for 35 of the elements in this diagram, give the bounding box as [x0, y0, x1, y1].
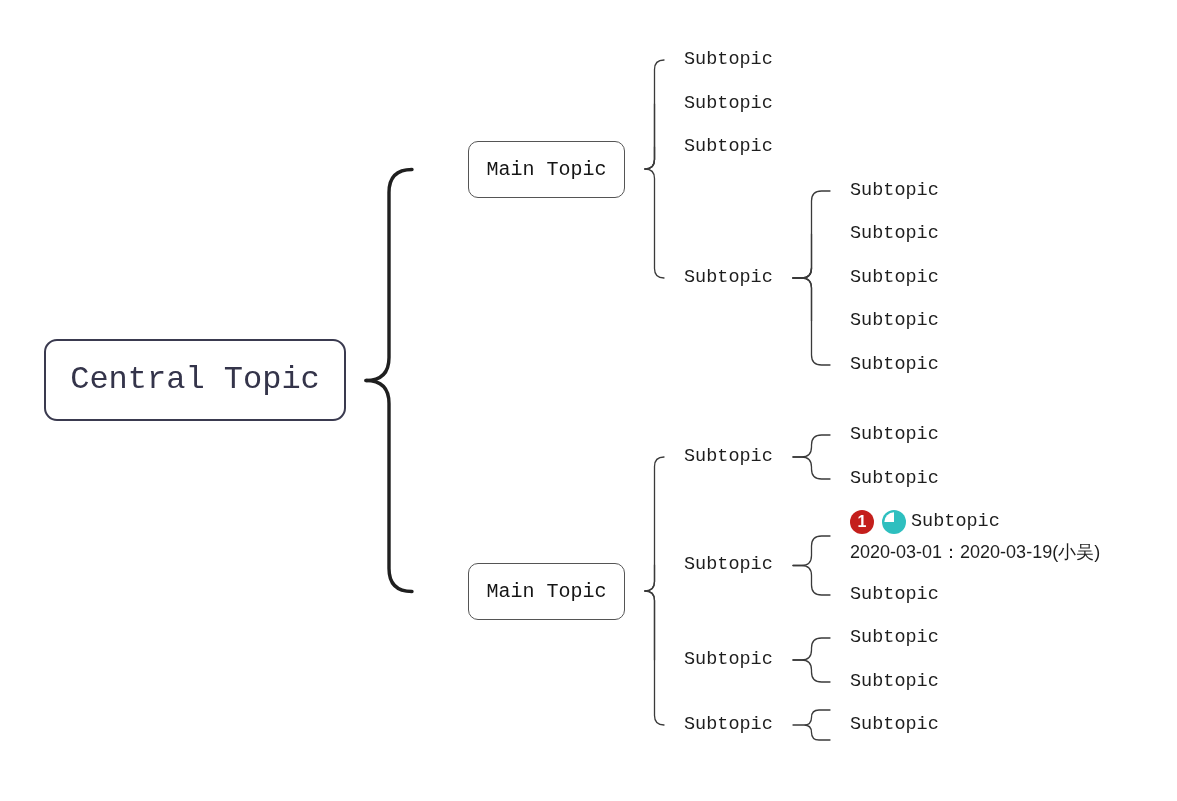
brace-connector	[792, 456, 831, 480]
subtopic-text: Subtopic	[850, 267, 939, 289]
subtopic-text: Subtopic	[850, 310, 939, 332]
brace-connector	[644, 564, 656, 592]
subtopic-text: Subtopic	[850, 424, 939, 446]
brace-connector	[792, 277, 831, 366]
priority-marker: 1	[850, 510, 874, 534]
subtopic-text: Subtopic	[684, 49, 773, 71]
main-topic-box: Main Topic	[468, 141, 625, 198]
subtopic-text: Subtopic	[684, 93, 773, 115]
brace-connector	[364, 378, 414, 594]
brace-connector	[792, 659, 831, 683]
subtopic-text: Subtopic	[850, 671, 939, 693]
main-topic-box: Main Topic	[468, 563, 625, 620]
date-range-text: 2020-03-01：2020-03-19(小吴)	[850, 541, 1101, 563]
subtopic-text: Subtopic	[850, 468, 939, 490]
subtopic-text: Subtopic	[850, 180, 939, 202]
subtopic-text: Subtopic	[684, 267, 773, 289]
subtopic-text: Subtopic	[684, 714, 773, 736]
subtopic-text: Subtopic	[850, 223, 939, 245]
subtopic-text: Subtopic	[911, 511, 1000, 533]
subtopic-text: Subtopic	[850, 627, 939, 649]
brace-connector	[792, 709, 831, 741]
central-topic-box: Central Topic	[44, 339, 346, 421]
subtopic-text: Subtopic	[850, 354, 939, 376]
subtopic-text: Subtopic	[850, 714, 939, 736]
brace-connector	[644, 590, 665, 726]
brace-connector	[644, 168, 665, 279]
subtopic-text: Subtopic	[684, 446, 773, 468]
brace-connector	[644, 146, 656, 170]
subtopic-text: Subtopic	[684, 554, 773, 576]
subtopic-text: Subtopic	[684, 649, 773, 671]
subtopic-text: Subtopic	[684, 136, 773, 158]
subtopic-text: Subtopic	[850, 584, 939, 606]
brace-connector	[792, 564, 831, 596]
